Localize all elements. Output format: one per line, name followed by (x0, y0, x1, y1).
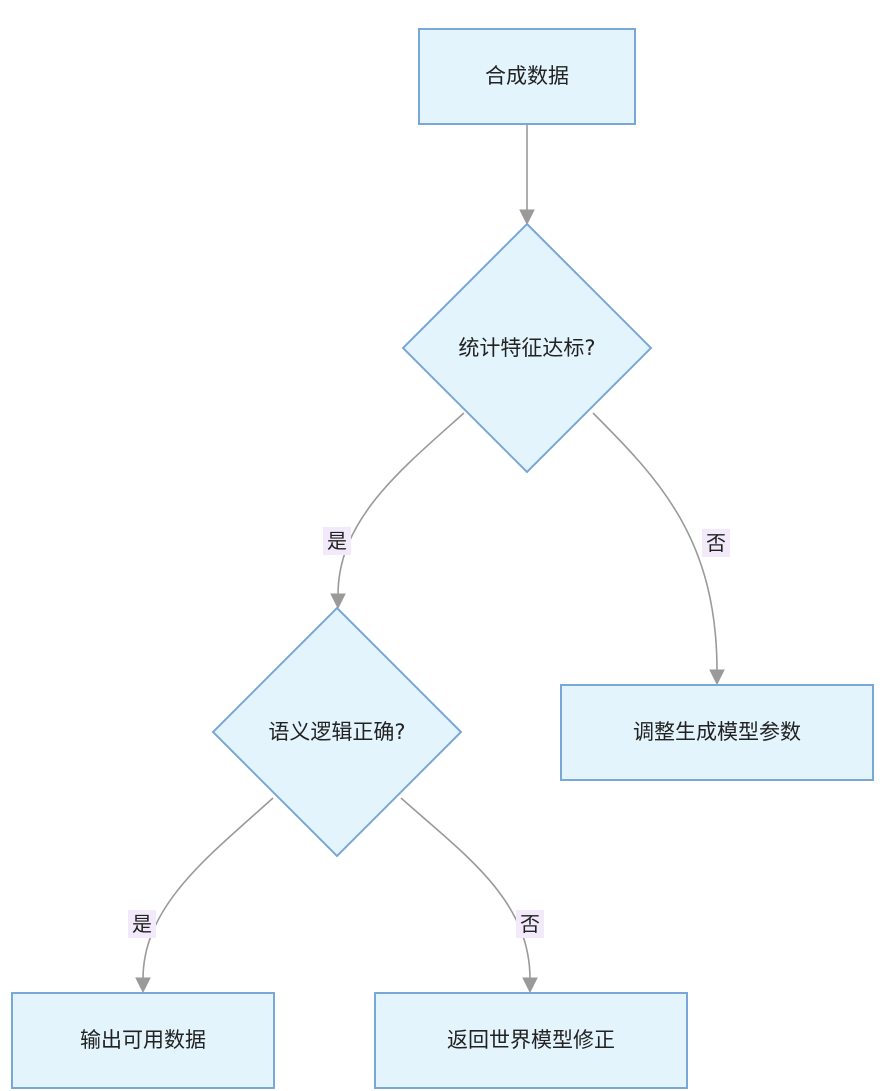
svg-text:是: 是 (132, 912, 152, 936)
svg-text:否: 否 (706, 531, 726, 555)
edge-label-stats-yes: 是 (323, 527, 351, 555)
node-label: 统计特征达标? (458, 336, 595, 360)
decision-logic-check: 语义逻辑正确? (211, 606, 463, 858)
node-label: 返回世界模型修正 (447, 1028, 615, 1052)
edge-stats-yes (330, 412, 465, 610)
node-label: 输出可用数据 (80, 1028, 206, 1052)
edge-label-stats-no: 否 (702, 529, 730, 557)
edge-label-logic-yes: 是 (128, 910, 156, 938)
edge-logic-yes (135, 797, 274, 994)
node-synthesize-data: 合成数据 (418, 28, 636, 125)
svg-text:是: 是 (327, 529, 347, 553)
edge-stats-no (592, 412, 725, 686)
node-output-data: 输出可用数据 (11, 992, 275, 1089)
edge-logic-no (400, 797, 538, 994)
edge-label-logic-no: 否 (516, 910, 544, 938)
node-adjust-params: 调整生成模型参数 (560, 684, 874, 781)
node-label: 合成数据 (485, 64, 569, 88)
node-label: 调整生成模型参数 (633, 720, 801, 744)
edge-synthesize-to-stats-check (519, 124, 535, 226)
svg-text:否: 否 (520, 912, 540, 936)
node-label: 语义逻辑正确? (268, 720, 405, 744)
node-return-world-model: 返回世界模型修正 (374, 992, 688, 1089)
decision-stats-check: 统计特征达标? (401, 222, 653, 474)
